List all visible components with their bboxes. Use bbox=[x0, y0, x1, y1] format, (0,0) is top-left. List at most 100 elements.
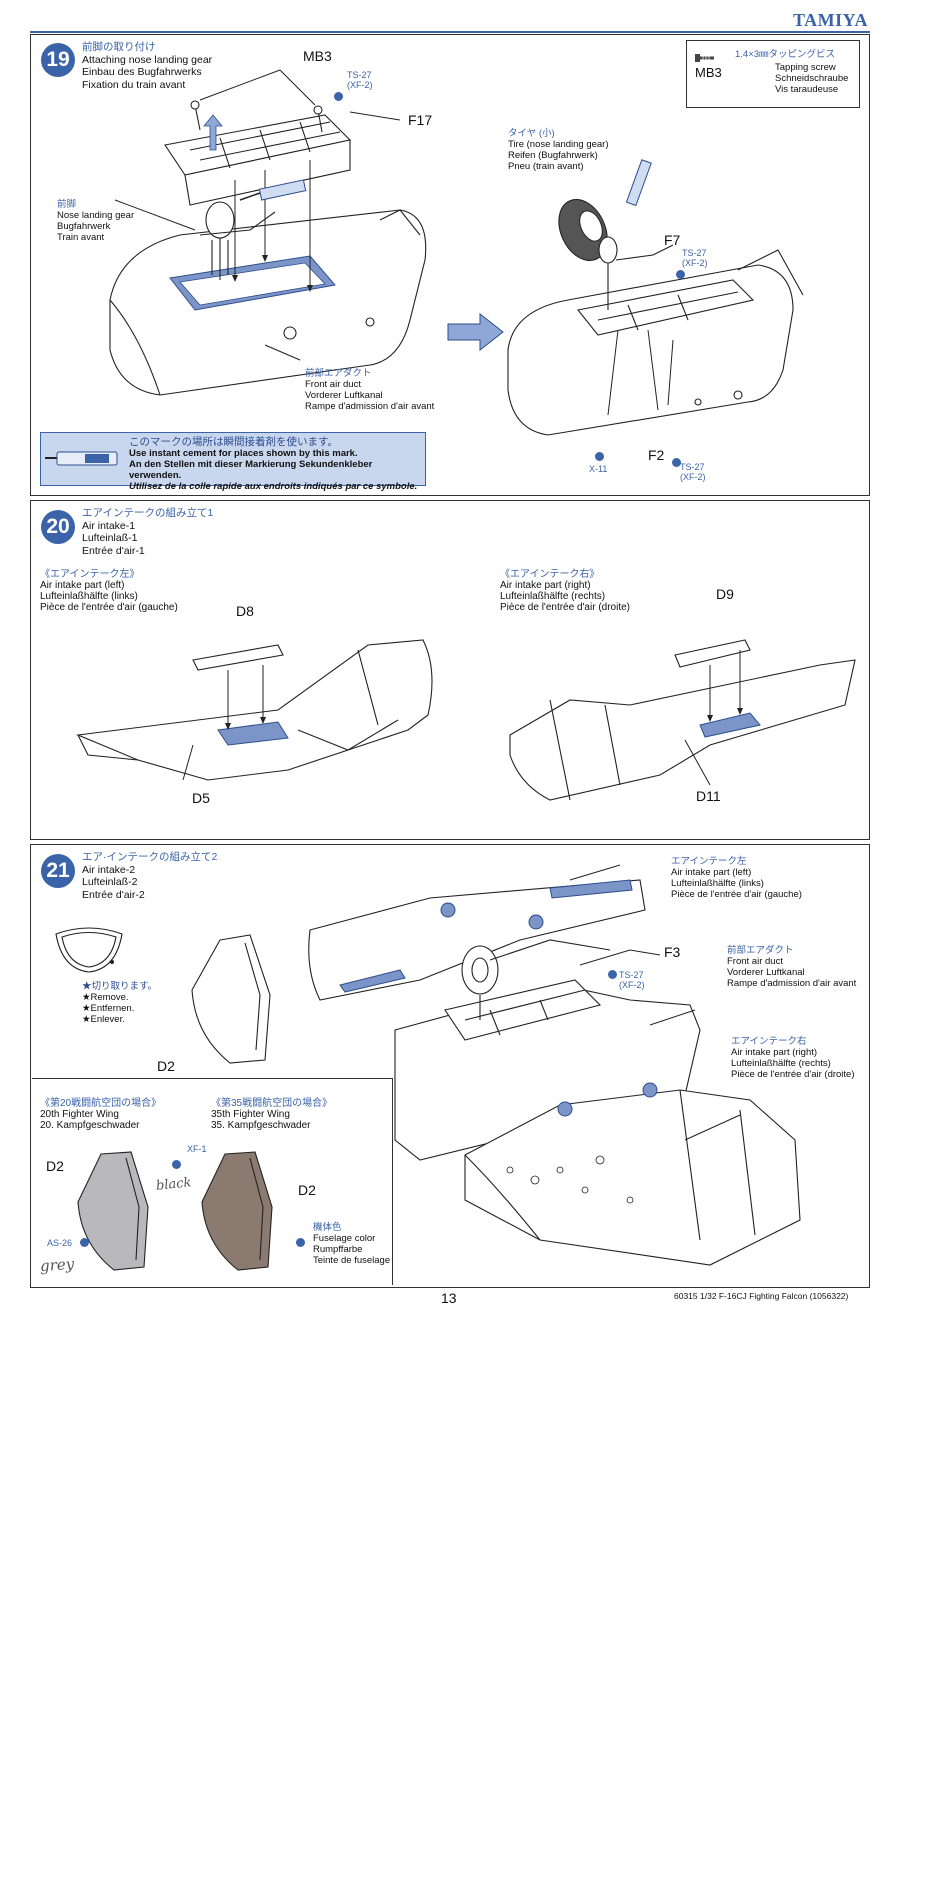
intake-left-label: 《エアインテーク左》 Air intake part (left) Luftei… bbox=[40, 569, 178, 613]
remove-en: ★Remove. bbox=[82, 992, 129, 1003]
screw-spec: 1.4×3㎜タッピングビス bbox=[735, 49, 836, 60]
paint-code: TS-27 bbox=[680, 462, 705, 472]
step-20-left-drawing bbox=[75, 639, 433, 781]
remove-label: ★切り取ります。 ★Remove. ★Entfernen. ★Enlever. bbox=[82, 981, 157, 1025]
glue-tube-icon bbox=[45, 451, 118, 466]
paint-dot bbox=[608, 970, 617, 979]
left-part-jp: エアインテーク左 bbox=[671, 856, 747, 867]
tire-label: タイヤ (小) Tire (nose landing gear) Reifen … bbox=[508, 128, 609, 172]
paint-dot bbox=[595, 452, 604, 461]
nose-gear-jp: 前脚 bbox=[57, 199, 77, 210]
step-20-title-de: Lufteinlaß-1 bbox=[82, 532, 138, 544]
fuselage-color-label: 機体色 Fuselage color Rumpffarbe Teinte de … bbox=[313, 1222, 390, 1266]
front-duct-en: Front air duct bbox=[305, 379, 361, 390]
cement-notice-text: このマークの場所は瞬間接着剤を使います。 Use instant cement … bbox=[129, 437, 425, 493]
remove-fr: ★Enlever. bbox=[82, 1014, 125, 1025]
cement-notice: このマークの場所は瞬間接着剤を使います。 Use instant cement … bbox=[40, 432, 426, 492]
paint-code: TS-27 bbox=[347, 70, 372, 80]
part-f17: F17 bbox=[408, 112, 433, 128]
nose-gear-en: Nose landing gear bbox=[57, 210, 135, 221]
intake-right-en: Air intake part (right) bbox=[500, 580, 591, 591]
step-20-number: 20 bbox=[41, 510, 75, 544]
step-19-title-fr: Fixation du train avant bbox=[82, 78, 186, 91]
intake-right-jp: 《エアインテーク右》 bbox=[500, 569, 600, 580]
front-duct-21-en: Front air duct bbox=[727, 956, 783, 967]
intake-left-en: Air intake part (left) bbox=[40, 580, 125, 591]
front-duct-label: 前部エアダクト Front air duct Vorderer Luftkana… bbox=[305, 368, 434, 412]
screw-name-de: Schneidschraube bbox=[775, 73, 849, 84]
intake-right-fr: Pièce de l'entrée d'air (droite) bbox=[500, 602, 630, 613]
lip-variant-35-drawing bbox=[201, 1151, 273, 1271]
page-number: 13 bbox=[441, 1290, 457, 1306]
cement-notice-de: An den Stellen mit dieser Markierung Sek… bbox=[129, 459, 373, 481]
cut-part-drawing bbox=[55, 927, 123, 973]
part-d2-variant-a: D2 bbox=[46, 1158, 64, 1174]
step-20-title-jp: エアインテークの組み立て1 bbox=[82, 507, 214, 519]
step-20-right-drawing bbox=[509, 639, 856, 801]
paint-xf1: XF-1 bbox=[187, 1144, 207, 1154]
intake-right-label: 《エアインテーク右》 Air intake part (right) Lufte… bbox=[500, 569, 630, 613]
intake-lip-drawing bbox=[191, 934, 271, 1064]
fuselage-color-en: Fuselage color bbox=[313, 1233, 376, 1244]
wing-35-label: 《第35戦闘航空団の場合》 35th Fighter Wing 35. Kamp… bbox=[211, 1098, 332, 1131]
step-20-panel bbox=[30, 500, 870, 840]
paint-ts27-a: TS-27(XF-2) bbox=[347, 70, 373, 90]
step-19-title-en: Attaching nose landing gear bbox=[82, 53, 213, 66]
wing-20-label: 《第20戦闘航空団の場合》 20th Fighter Wing 20. Kamp… bbox=[40, 1098, 161, 1131]
step-21-title: エア·インテークの組み立て2 Air intake-2 Lufteinlaß-2… bbox=[82, 851, 217, 901]
part-d2-variant-b: D2 bbox=[298, 1182, 316, 1198]
part-mb3: MB3 bbox=[303, 48, 332, 64]
part-d2: D2 bbox=[157, 1058, 175, 1074]
step-21-main-drawing bbox=[308, 864, 801, 1266]
product-code: 60315 1/32 F-16CJ Fighting Falcon (10563… bbox=[674, 1291, 849, 1301]
tire-en: Tire (nose landing gear) bbox=[508, 139, 609, 150]
tire-fr: Pneu (train avant) bbox=[508, 161, 584, 172]
part-f2: F2 bbox=[648, 447, 665, 463]
left-part-fr: Pièce de l'entrée d'air (gauche) bbox=[671, 889, 802, 900]
screw-id: MB3 bbox=[695, 65, 722, 80]
front-duct-de: Vorderer Luftkanal bbox=[305, 390, 383, 401]
right-part-de: Lufteinlaßhälfte (rechts) bbox=[731, 1058, 831, 1069]
part-d11: D11 bbox=[696, 788, 721, 804]
step-21-title-fr: Entrée d'air-2 bbox=[82, 888, 145, 901]
paint-code-alt: (XF-2) bbox=[680, 472, 706, 482]
screw-name-en: Tapping screw bbox=[775, 62, 836, 73]
step-19-title: 前脚の取り付け Attaching nose landing gear Einb… bbox=[82, 41, 212, 91]
nose-gear-de: Bugfahrwerk bbox=[57, 221, 111, 232]
step-20-title-fr: Entrée d'air-1 bbox=[82, 544, 145, 557]
cement-notice-fr: Utilisez de la colle rapide aux endroits… bbox=[129, 481, 418, 492]
step-21-number: 21 bbox=[41, 854, 75, 888]
left-part-en: Air intake part (left) bbox=[671, 867, 752, 878]
wing-20-de: 20. Kampfgeschwader bbox=[40, 1120, 140, 1131]
sequence-arrow-icon bbox=[447, 312, 504, 352]
paint-x11: X-11 bbox=[589, 464, 608, 474]
part-d8: D8 bbox=[236, 603, 254, 619]
step-19-title-jp: 前脚の取り付け bbox=[82, 41, 156, 53]
paint-code-alt: (XF-2) bbox=[682, 258, 708, 268]
step-21-title-en: Air intake-2 bbox=[82, 863, 136, 876]
step-19-left-drawing bbox=[109, 69, 427, 396]
lip-variant-20-drawing bbox=[77, 1151, 149, 1271]
paint-ts27-c: TS-27(XF-2) bbox=[680, 462, 706, 482]
nose-gear-fr: Train avant bbox=[57, 232, 105, 243]
intake-right-de: Lufteinlaßhälfte (rechts) bbox=[500, 591, 606, 602]
wing-35-de: 35. Kampfgeschwader bbox=[211, 1120, 311, 1131]
step-20-title: エアインテークの組み立て1 Air intake-1 Lufteinlaß-1 … bbox=[82, 507, 213, 557]
intake-right-part-label: エアインテーク右 Air intake part (right) Luftein… bbox=[731, 1036, 855, 1080]
part-f7: F7 bbox=[664, 232, 681, 248]
paint-dot bbox=[672, 458, 681, 467]
tire-jp: タイヤ (小) bbox=[508, 128, 555, 139]
front-duct-label-21: 前部エアダクト Front air duct Vorderer Luftkana… bbox=[727, 945, 856, 989]
nose-gear-label: 前脚 Nose landing gear Bugfahrwerk Train a… bbox=[57, 199, 134, 243]
left-part-de: Lufteinlaßhälfte (links) bbox=[671, 878, 764, 889]
wing-35-jp: 《第35戦闘航空団の場合》 bbox=[211, 1098, 333, 1109]
part-f3: F3 bbox=[664, 944, 681, 960]
intake-left-jp: 《エアインテーク左》 bbox=[40, 569, 140, 580]
intake-left-fr: Pièce de l'entrée d'air (gauche) bbox=[40, 602, 178, 613]
front-duct-21-jp: 前部エアダクト bbox=[727, 945, 794, 956]
header-rule bbox=[30, 31, 870, 33]
fuselage-color-de: Rumpffarbe bbox=[313, 1244, 363, 1255]
screw-name-fr: Vis taraudeuse bbox=[775, 84, 839, 95]
paint-code-alt: (XF-2) bbox=[619, 980, 645, 990]
wing-20-en: 20th Fighter Wing bbox=[40, 1109, 119, 1120]
